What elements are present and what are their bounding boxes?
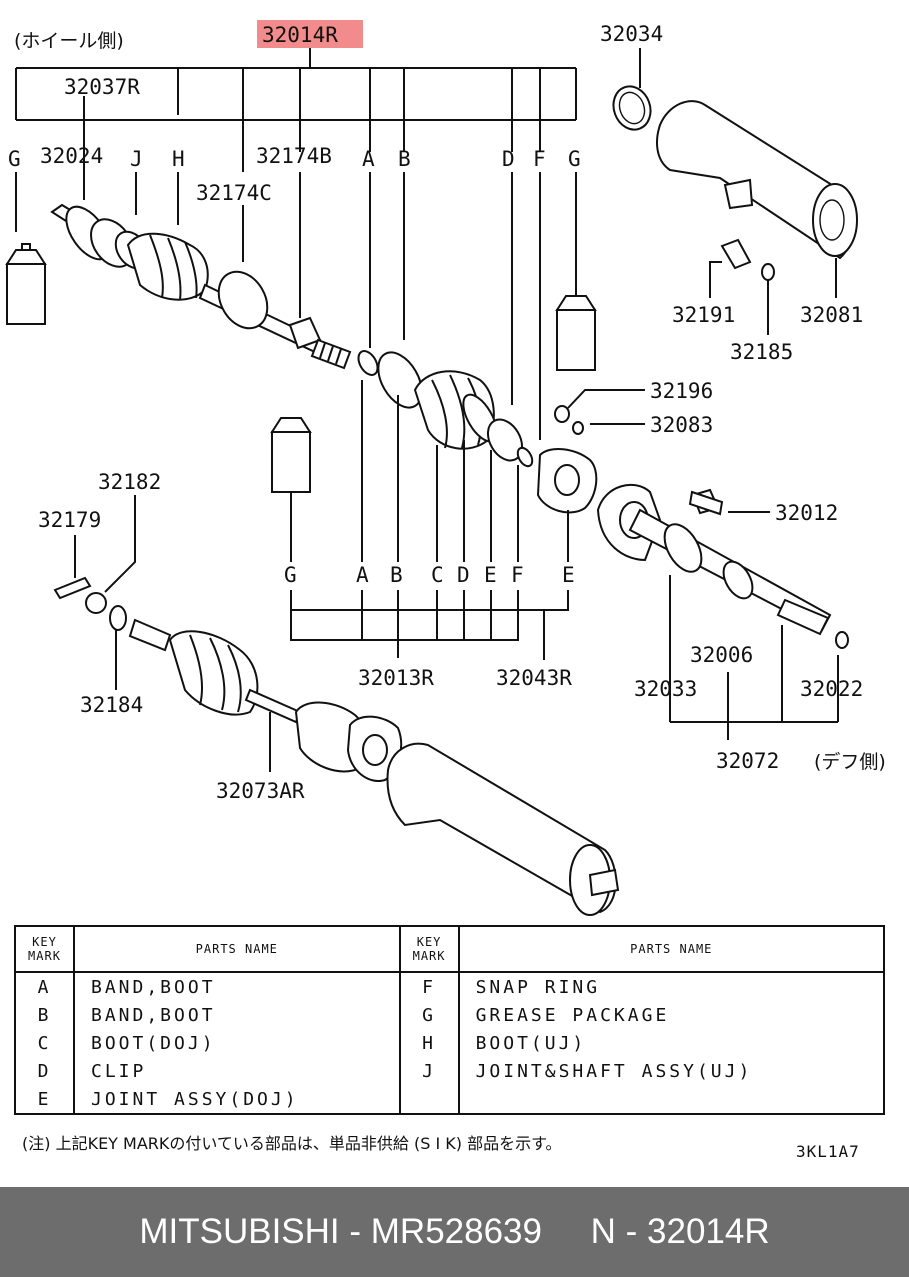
bracket-32072	[669, 575, 839, 740]
name-cell: CLIP	[73, 1057, 401, 1085]
label-32184[interactable]: 32184	[80, 693, 143, 717]
footer-bar: MITSUBISHI - MR528639 N - 32014R	[0, 1187, 909, 1277]
table-row: B BAND,BOOT G GREASE PACKAGE	[14, 1001, 886, 1029]
key-C-mid: C	[431, 563, 444, 587]
name-cell: BOOT(UJ)	[457, 1029, 886, 1057]
wheel-side-label: (ホイール側)	[14, 30, 124, 52]
gap	[542, 1212, 591, 1252]
label-32006[interactable]: 32006	[690, 643, 753, 667]
col-parts-name-right: PARTS NAME	[457, 925, 886, 973]
key-cell: F	[398, 972, 460, 1001]
label-32034[interactable]: 32034	[600, 22, 663, 46]
name-cell	[457, 1085, 886, 1115]
part-number: MR528639	[370, 1212, 542, 1251]
label-32014R[interactable]: 32014R	[262, 23, 338, 47]
legend-header: KEY MARK PARTS NAME KEY MARK PARTS NAME	[14, 925, 886, 973]
col-key-mark-left: KEY MARK	[14, 925, 75, 973]
key-A-top: A	[362, 147, 375, 171]
grease-package-lower	[270, 417, 312, 493]
key-F-top: F	[533, 147, 546, 171]
parts-diagram: (ホイール側) 32014R 32037R G 32024 J H 32174B…	[5, 20, 886, 916]
bearing-housing	[612, 85, 858, 281]
lower-drive-shaft	[53, 576, 620, 916]
col-key-mark-right: KEY MARK	[398, 925, 460, 973]
ref-prefix: N -	[590, 1212, 648, 1251]
key-E-right: E	[562, 563, 575, 587]
label-32024[interactable]: 32024	[40, 144, 103, 168]
label-32037R[interactable]: 32037R	[64, 75, 140, 99]
label-32174B[interactable]: 32174B	[256, 144, 332, 168]
key-E-mid: E	[484, 563, 497, 587]
label-32191[interactable]: 32191	[672, 303, 735, 327]
upper-doj-parts	[357, 350, 598, 514]
bracket-32014R	[15, 48, 577, 172]
key-B-top: B	[398, 147, 411, 171]
key-cell: G	[398, 1001, 460, 1029]
key-cell: E	[14, 1085, 75, 1115]
label-32072[interactable]: 32072	[716, 749, 779, 773]
label-32043R[interactable]: 32043R	[496, 666, 572, 690]
name-cell: GREASE PACKAGE	[457, 1001, 886, 1029]
key-cell: A	[14, 972, 75, 1001]
grease-package-left	[5, 243, 47, 325]
name-cell: BAND,BOOT	[73, 1001, 401, 1029]
label-32174C[interactable]: 32174C	[196, 181, 272, 205]
label-32073AR[interactable]: 32073AR	[216, 779, 305, 803]
key-mark-legend: KEY MARK PARTS NAME KEY MARK PARTS NAME …	[14, 925, 886, 1115]
key-A-mid: A	[356, 563, 369, 587]
separator: -	[339, 1212, 371, 1251]
key-G-mid: G	[284, 563, 297, 587]
drawing-code: 3KL1A7	[796, 1142, 860, 1161]
key-cell: B	[14, 1001, 75, 1029]
key-cell: J	[398, 1057, 460, 1085]
footnote: (注) 上記KEY MARKの付いている部品は、単品非供給 (S I K) 部品…	[22, 1134, 562, 1153]
name-cell: BAND,BOOT	[73, 972, 401, 1001]
label-32083[interactable]: 32083	[650, 413, 713, 437]
key-J: J	[130, 147, 143, 171]
label-32012[interactable]: 32012	[775, 501, 838, 525]
label-32185[interactable]: 32185	[730, 340, 793, 364]
diff-side-label: (デフ側)	[814, 751, 886, 773]
name-cell: SNAP RING	[457, 972, 886, 1001]
grease-package-right	[555, 295, 597, 371]
key-G-right: G	[568, 147, 581, 171]
name-cell: JOINT&SHAFT ASSY(UJ)	[457, 1057, 886, 1085]
key-D-top: D	[502, 147, 515, 171]
key-H: H	[172, 147, 185, 171]
leaders-mid	[290, 380, 569, 562]
label-32022[interactable]: 32022	[800, 677, 863, 701]
key-cell: D	[14, 1057, 75, 1085]
label-32033[interactable]: 32033	[634, 677, 697, 701]
leaders-top	[15, 172, 577, 440]
col-parts-name-left: PARTS NAME	[73, 925, 401, 973]
label-32179[interactable]: 32179	[38, 508, 101, 532]
label-32182[interactable]: 32182	[98, 470, 161, 494]
table-row: A BAND,BOOT F SNAP RING	[14, 972, 886, 1001]
key-D-mid: D	[457, 563, 470, 587]
highlight-box	[257, 20, 363, 48]
label-32196[interactable]: 32196	[650, 379, 713, 403]
brand-name: MITSUBISHI	[139, 1212, 340, 1251]
bracket-32013R-32043R	[290, 590, 569, 660]
table-row: C BOOT(DOJ) H BOOT(UJ)	[14, 1029, 886, 1057]
output-shaft	[554, 405, 849, 649]
name-cell: BOOT(DOJ)	[73, 1029, 401, 1057]
upper-drive-shaft	[50, 203, 352, 370]
key-B-mid: B	[390, 563, 403, 587]
table-row: E JOINT ASSY(DOJ)	[14, 1085, 886, 1115]
table-row: D CLIP J JOINT&SHAFT ASSY(UJ)	[14, 1057, 886, 1085]
bracket-32037R	[16, 96, 576, 190]
label-32081[interactable]: 32081	[800, 303, 863, 327]
key-cell: C	[14, 1029, 75, 1057]
bolt-32012	[688, 490, 724, 516]
key-G-left: G	[8, 147, 21, 171]
key-F-mid: F	[511, 563, 524, 587]
label-32013R[interactable]: 32013R	[358, 666, 434, 690]
name-cell: JOINT ASSY(DOJ)	[73, 1085, 401, 1115]
ref-code: 32014R	[647, 1212, 770, 1251]
key-cell	[398, 1085, 460, 1115]
key-cell: H	[398, 1029, 460, 1057]
